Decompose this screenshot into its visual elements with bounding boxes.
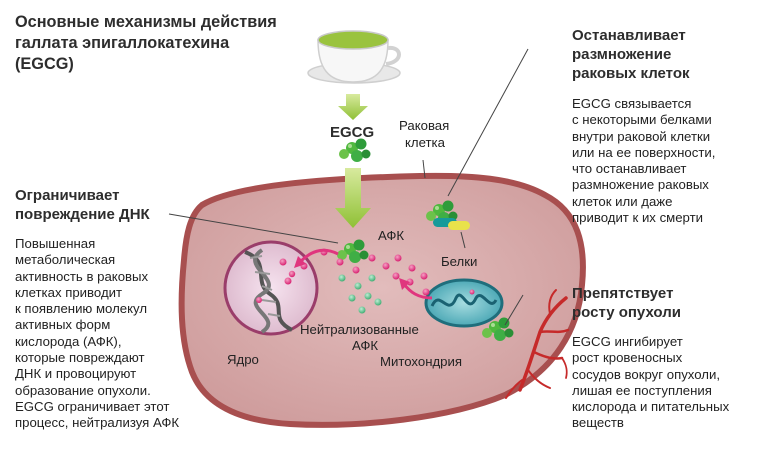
neutralized-afk-label-1: Нейтрализованные <box>300 322 419 337</box>
body-line: клетках приводит <box>15 284 123 300</box>
page-title-line: (EGCG) <box>15 55 74 73</box>
heading-line: размножение <box>572 46 672 63</box>
body-line: к появлению молекул <box>15 301 148 317</box>
body-line: что останавливает <box>572 161 687 177</box>
body-line: метаболическая <box>15 252 116 268</box>
body-line: кислорода (АФК), <box>15 333 122 349</box>
body-line: процесс, нейтрализуя АФК <box>15 415 180 431</box>
body-line: активность в раковых <box>15 268 149 284</box>
afk-label: АФК <box>378 228 404 243</box>
page-title-line: Основные механизмы действия <box>15 13 277 31</box>
proteins-label: Белки <box>441 254 477 269</box>
heading-line: Останавливает <box>572 27 686 44</box>
leader-lines <box>168 48 529 326</box>
tumor-section-body: EGCG ингибирует рост кровеносных сосудов… <box>572 334 762 432</box>
body-line: веществ <box>572 415 624 431</box>
body-line: образование опухоли. <box>15 382 151 398</box>
mitochondrion <box>424 278 504 328</box>
body-line: EGCG связывается <box>572 96 692 111</box>
body-line: кислорода и питательных <box>572 399 730 415</box>
body-line: рост кровеносных <box>572 350 683 366</box>
heading-line: Ограничивает <box>15 187 120 204</box>
proteins-icon <box>433 218 470 230</box>
body-line: которые повреждают <box>15 350 145 366</box>
page-title: Основные механизмы действия галлата эпиг… <box>15 12 277 75</box>
body-line: внутри раковой клетки <box>572 128 711 144</box>
tea-cup-icon <box>307 30 401 84</box>
cancer-cell-label-1: Раковая <box>399 118 449 133</box>
nucleus <box>223 240 319 336</box>
body-line: активных форм <box>15 317 111 333</box>
body-line: приводит к их смерти <box>572 210 704 226</box>
ros-to-nucleus-arrow <box>294 248 339 268</box>
body-line: размножение раковых <box>572 177 709 193</box>
cancer-cell-label-2: клетка <box>405 135 446 150</box>
neutralized-afk-label-2: АФК <box>352 338 378 353</box>
body-line: EGCG ингибирует <box>572 334 683 349</box>
body-line: лишая ее поступления <box>572 382 712 398</box>
dna-helix <box>244 250 293 332</box>
heading-line: повреждение ДНК <box>15 206 150 223</box>
body-line: с некоторыми белками <box>572 112 712 128</box>
heading-line: росту опухоли <box>572 304 681 321</box>
egcg-label: EGCG <box>330 124 374 141</box>
dna-section-body: Повышенная метаболическая активность в р… <box>15 236 215 432</box>
neutralized-ros-particles <box>338 274 382 314</box>
body-line: EGCG ограничивает этот <box>15 398 170 414</box>
heading-line: Препятствует <box>572 285 674 302</box>
body-line: или на ее поверхности, <box>572 144 716 160</box>
body-line: клеток или даже <box>572 193 673 209</box>
mitochondria-label: Митохондрия <box>380 354 462 369</box>
body-line: Повышенная <box>15 236 96 251</box>
arrow-cup-to-egcg <box>338 94 368 120</box>
tumor-section-heading: Препятствует росту опухоли <box>572 284 681 322</box>
blood-vessels <box>505 289 570 399</box>
body-line: сосудов вокруг опухоли, <box>572 366 721 382</box>
reproduction-section-heading: Останавливает размножение раковых клеток <box>572 26 690 83</box>
mitochondria-to-ros-arrow <box>399 278 433 300</box>
body-line: ДНК и провоцируют <box>15 366 137 382</box>
reproduction-section-body: EGCG связывается с некоторыми белками вн… <box>572 96 762 226</box>
dna-section-heading: Ограничивает повреждение ДНК <box>15 186 150 224</box>
heading-line: раковых клеток <box>572 65 690 82</box>
arrow-egcg-into-cell <box>335 168 371 228</box>
page-title-line: галлата эпигаллокатехина <box>15 34 230 52</box>
nucleus-label: Ядро <box>227 352 259 367</box>
ros-particles <box>288 248 430 296</box>
egcg-molecule-icon <box>339 138 371 162</box>
